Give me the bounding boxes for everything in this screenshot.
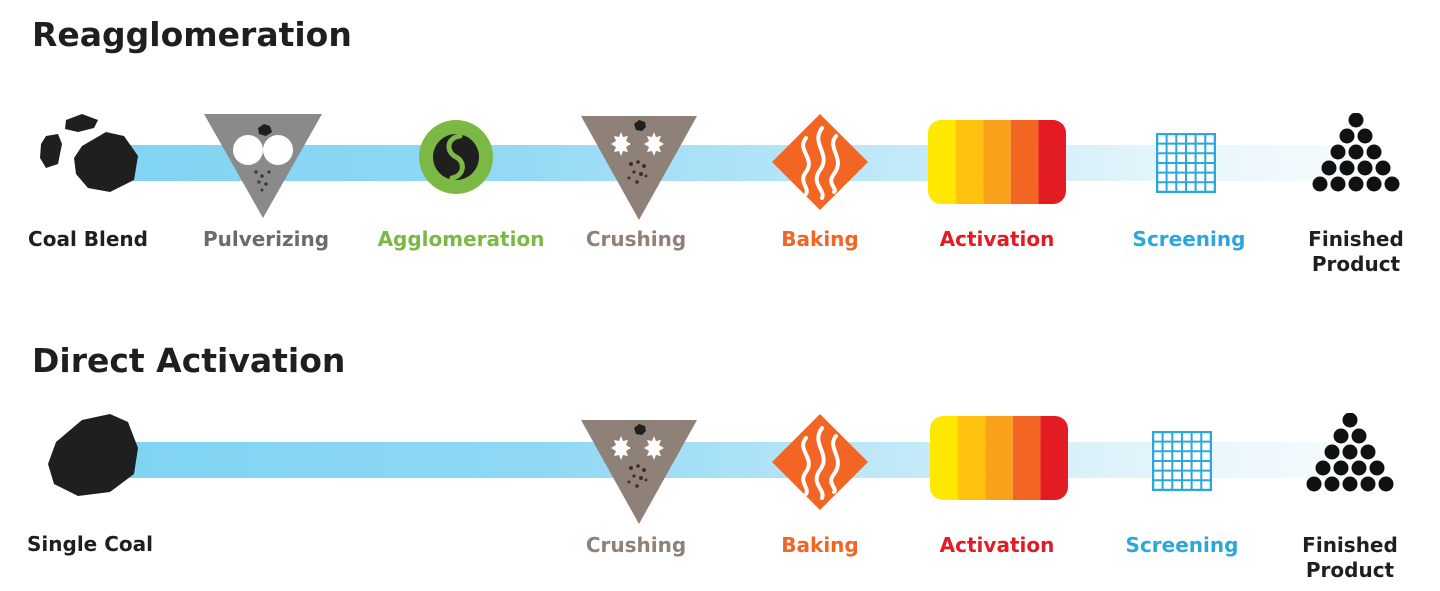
activation-icon (930, 416, 1068, 500)
step-label-coal-blend: Coal Blend (28, 227, 148, 251)
baking-icon (772, 114, 868, 210)
baking-icon (772, 414, 868, 510)
step-label-screening: Screening (1132, 227, 1246, 251)
pellet-pyramid-icon (1306, 413, 1394, 492)
step-label-single-coal: Single Coal (27, 532, 153, 556)
crusher-icon (581, 420, 697, 524)
step-label-baking: Baking (781, 227, 859, 251)
step-label-crushing: Crushing (585, 533, 687, 557)
step-label-activation: Activation (939, 533, 1055, 557)
process-flow-bar (105, 442, 1360, 478)
step-label-activation: Activation (939, 227, 1055, 251)
step-label-crushing: Crushing (585, 227, 687, 251)
step-label-finished-product: Finished Product (1296, 227, 1416, 277)
section-title-direct-activation: Direct Activation (32, 341, 346, 380)
pulverizer-icon (204, 114, 322, 218)
screen-icon (1152, 431, 1212, 491)
pellet-pyramid-icon (1312, 113, 1400, 192)
section-title-reagglomeration: Reagglomeration (32, 15, 352, 54)
finished-product-line-2: Product (1311, 252, 1401, 276)
coal-icon (48, 414, 138, 496)
crusher-icon (581, 116, 697, 220)
finished-product-line-2: Product (1305, 558, 1395, 582)
step-label-screening: Screening (1125, 533, 1239, 557)
activation-icon (928, 120, 1066, 204)
process-flow-bar (100, 145, 1360, 181)
finished-product-line-1: Finished (1302, 533, 1398, 557)
agglomeration-icon (419, 120, 493, 194)
step-label-baking: Baking (781, 533, 859, 557)
finished-product-line-1: Finished (1308, 227, 1404, 251)
step-label-agglomeration: Agglomeration (377, 227, 545, 251)
screen-icon (1156, 133, 1216, 193)
coal-icon (40, 114, 138, 192)
step-label-pulverizing: Pulverizing (202, 227, 330, 251)
step-label-finished-product: Finished Product (1290, 533, 1410, 583)
